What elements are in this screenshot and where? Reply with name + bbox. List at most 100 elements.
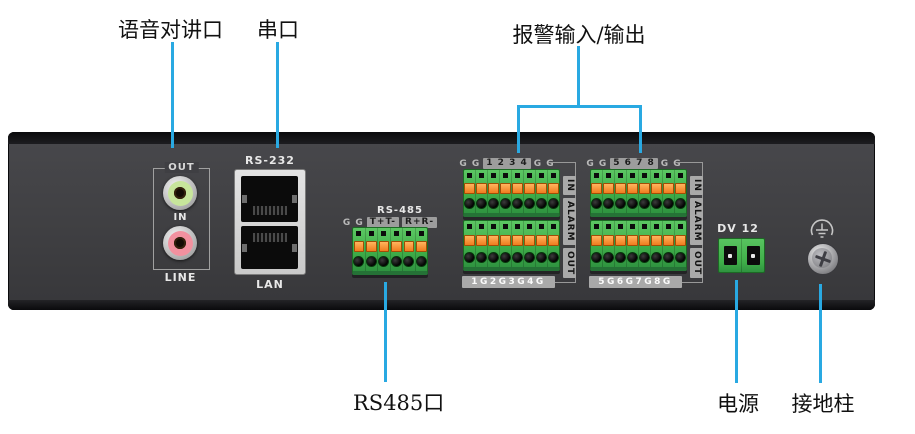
wire-pin-slot — [467, 173, 472, 178]
terminal-position — [415, 228, 428, 271]
alarm-right-out-badge: OUT — [690, 247, 703, 278]
terminal-position — [476, 170, 488, 213]
terminal-position — [651, 170, 663, 213]
audio-out-hole — [174, 187, 186, 199]
wire-pin-slot — [368, 231, 374, 236]
rs485-terminal-block — [352, 227, 428, 275]
audio-in-jack — [163, 226, 197, 260]
rs485-r-pins: R+R- — [402, 217, 438, 228]
wire-hole — [627, 252, 638, 263]
power-terminal-block — [718, 238, 765, 273]
terminal-position — [663, 170, 675, 213]
terminal-lever — [500, 182, 511, 194]
rs485-label: RS-485 — [377, 205, 423, 216]
wire-pin-slot — [479, 173, 484, 178]
lan-label: LAN — [256, 278, 284, 291]
terminal-lever — [464, 235, 475, 246]
wire-pin-slot — [527, 224, 532, 229]
alarm-left-out-badge: OUT — [563, 247, 576, 278]
terminal-lever — [366, 240, 377, 252]
wire-pin-slot — [527, 173, 532, 178]
terminal-position — [378, 228, 391, 271]
alarm-right-alarm-badge: ALARM — [690, 198, 703, 245]
terminal-lever — [603, 182, 614, 194]
terminal-position — [615, 170, 627, 213]
audio-out-jack — [163, 176, 197, 210]
terminal-lever — [488, 182, 499, 194]
terminal-lever — [391, 240, 402, 252]
terminal-position — [488, 221, 500, 267]
terminal-position — [488, 170, 500, 213]
alarm-right-input-numbers: 5 6 7 8 — [610, 158, 658, 169]
rj45-pins — [252, 233, 287, 242]
wire-hole — [476, 252, 487, 263]
lan-rj45-port — [241, 226, 298, 269]
leader-alarm-stem — [577, 46, 580, 108]
wire-hole — [615, 198, 626, 209]
wire-pin-slot — [678, 173, 683, 178]
wire-hole — [536, 252, 547, 263]
callout-serial-port: 串口 — [257, 18, 299, 42]
power-terminal-position — [719, 239, 742, 272]
terminal-lever — [500, 235, 511, 246]
terminal-lever — [416, 240, 427, 252]
terminal-position — [639, 221, 651, 267]
alarm-out-terminal-left — [463, 220, 560, 271]
leader-alarm-drop-left — [517, 105, 520, 153]
terminal-lever — [548, 235, 559, 246]
terminal-position — [536, 170, 548, 213]
power-slot — [723, 246, 737, 265]
terminal-position — [627, 170, 639, 213]
terminal-lever — [663, 235, 674, 246]
wire-hole — [524, 198, 535, 209]
wire-pin-slot — [551, 173, 556, 178]
terminal-position — [627, 221, 639, 267]
terminal-lever — [591, 182, 602, 194]
power-slot — [746, 246, 760, 265]
audio-in-ring — [167, 230, 193, 256]
terminal-position — [476, 221, 488, 267]
terminal-lever — [639, 235, 650, 246]
wire-pin-slot — [539, 173, 544, 178]
alarm-right-bracket-top — [675, 162, 703, 163]
terminal-lever — [464, 182, 475, 194]
wire-pin-slot — [666, 224, 671, 229]
audio-group-bracket: OUT — [153, 162, 210, 270]
terminal-lever — [353, 240, 364, 252]
power-pin — [751, 253, 755, 258]
terminal-lever — [651, 182, 662, 194]
terminal-position — [591, 221, 603, 267]
alarm-left-gg-left: G G — [459, 158, 481, 169]
terminal-lever — [627, 235, 638, 246]
terminal-lever — [675, 235, 686, 246]
alarm-in-terminal-left — [463, 169, 560, 217]
wire-hole — [627, 198, 638, 209]
wire-hole — [415, 256, 427, 267]
terminal-lever — [512, 235, 523, 246]
rs485-t-pins: T+T- — [366, 217, 400, 228]
wire-hole — [591, 252, 602, 263]
terminal-position — [365, 228, 378, 271]
audio-out-label: OUT — [164, 162, 199, 173]
terminal-lever — [615, 235, 626, 246]
rs485-pinout-strip: G G T+T- R+R- — [343, 217, 438, 228]
terminal-position — [603, 170, 615, 213]
rj45-latch — [292, 243, 297, 252]
power-terminal-position — [742, 239, 764, 272]
wire-hole — [512, 252, 523, 263]
terminal-lever — [651, 235, 662, 246]
rj45-pins — [252, 206, 287, 215]
leader-alarm-drop-right — [639, 105, 642, 153]
terminal-position — [675, 170, 686, 213]
terminal-lever — [378, 240, 389, 252]
terminal-position — [615, 221, 627, 267]
alarm-in-terminal-right — [590, 169, 687, 217]
terminal-position — [464, 170, 476, 213]
leader-voice-line — [171, 42, 174, 148]
wire-hole — [500, 252, 511, 263]
alarm-right-top-strip: G G 5 6 7 8 G G — [586, 158, 681, 169]
alarm-left-gg-right: G G — [533, 158, 555, 169]
wire-pin-slot — [654, 173, 659, 178]
wire-pin-slot — [515, 173, 520, 178]
audio-line-label: LINE — [164, 271, 197, 284]
